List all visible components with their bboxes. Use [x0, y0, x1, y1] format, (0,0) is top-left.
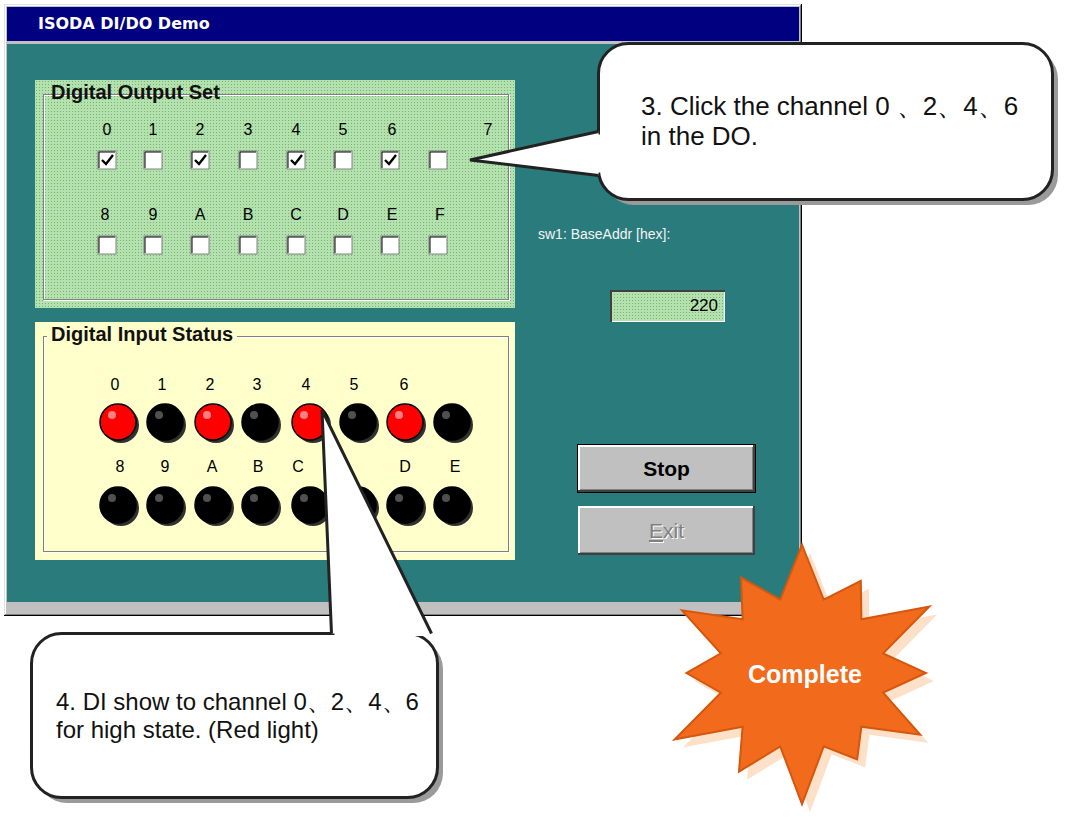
group-box: Digital Output Set 0 1 2 3 4 5 6 7 8 9 A B C D E F [35, 80, 515, 308]
channel-number: 0 [111, 376, 120, 394]
channel-number: 9 [161, 458, 170, 476]
node-text: 3. Click the channel 0 、2、4、6 in the DO. [641, 92, 1037, 152]
group-frame [43, 94, 509, 300]
callout-box: 4. DI show to channel 0、2、4、6 for high s… [30, 632, 440, 800]
channel-number: E [387, 206, 398, 224]
button-label: Stop [578, 445, 755, 492]
group-box: Digital Input Status 0 1 2 3 4 5 6 8 9 A B C D E [35, 322, 515, 560]
push-button: Stop [578, 445, 755, 492]
led-indicators [35, 322, 515, 560]
channel-number: A [207, 458, 218, 476]
channel-number: 3 [253, 376, 262, 394]
channel-number: F [435, 206, 445, 224]
channel-number: C [290, 206, 302, 224]
channel-number: 0 [103, 121, 112, 139]
channel-number: D [399, 458, 411, 476]
channel-number: 4 [292, 121, 301, 139]
node-text: 220 [610, 290, 718, 322]
channel-number: 8 [116, 458, 125, 476]
channel-number: 5 [350, 376, 359, 394]
channel-number: D [337, 206, 349, 224]
channel-number: 7 [484, 121, 493, 139]
channel-number: 8 [101, 206, 110, 224]
channel-number: 2 [206, 376, 215, 394]
channel-number: 3 [244, 121, 253, 139]
starburst-badge: Complete [650, 535, 960, 813]
group-title: Digital Input Status [47, 323, 237, 346]
channel-number: B [253, 458, 264, 476]
channel-number: 1 [158, 376, 167, 394]
channel-number: 6 [388, 121, 397, 139]
channel-number: 6 [400, 376, 409, 394]
group-title: Digital Output Set [47, 81, 224, 104]
channel-number: 5 [339, 121, 348, 139]
channel-number: A [195, 206, 206, 224]
channel-number: 4 [302, 376, 311, 394]
channel-number: C [292, 458, 304, 476]
channel-number: 9 [149, 206, 158, 224]
button-label: Exit [578, 506, 755, 555]
checkbox-grid [35, 80, 515, 308]
channel-number: B [243, 206, 254, 224]
field-label: sw1: BaseAddr [hex]: [538, 226, 670, 242]
channel-number: E [450, 458, 461, 476]
channel-number: 2 [196, 121, 205, 139]
callout-box: 3. Click the channel 0 、2、4、6 in the DO. [597, 42, 1055, 202]
node-text: Complete [748, 535, 862, 813]
window-title: ISODA DI/DO Demo [38, 14, 802, 33]
push-button: Exit [578, 506, 755, 555]
node-text: 4. DI show to channel 0、2、4、6 for high s… [56, 688, 422, 743]
text-input: 220 [610, 290, 725, 322]
channel-number: 1 [149, 121, 158, 139]
